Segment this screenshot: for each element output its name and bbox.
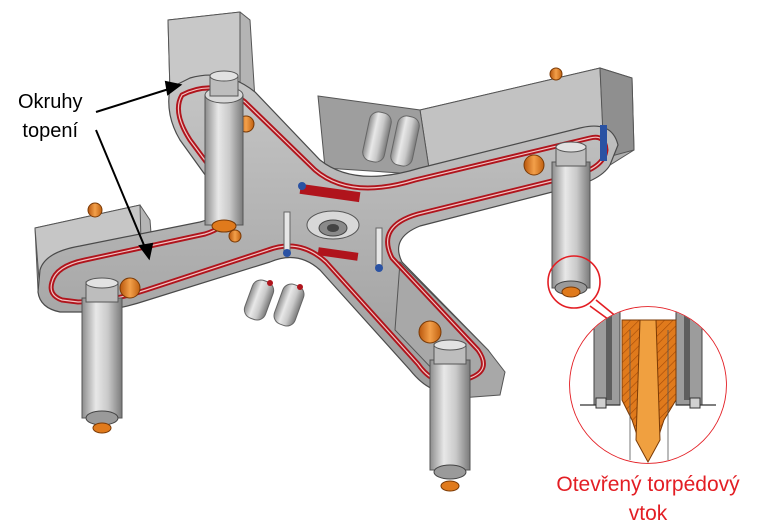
nozzle-left [81, 277, 123, 434]
cable-connectors [243, 111, 420, 327]
heating-circuits-label-line2: topení [22, 120, 79, 142]
locating-pads [87, 67, 563, 344]
heating-leader-arrows [95, 80, 183, 261]
nozzle-lower [429, 339, 471, 492]
heating-circuits-label-line1: Okruhy [18, 91, 83, 113]
nozzle-right [551, 141, 591, 298]
open-torpedo-gate-label: Otevřený torpédový vtok [534, 470, 762, 528]
open-torpedo-gate-label-line2: vtok [628, 502, 668, 525]
centre-sprue [283, 125, 607, 272]
open-torpedo-gate-label-line1: Otevřený torpédový [556, 473, 740, 496]
zoom-callout [547, 255, 727, 464]
torpedo-gate-detail [570, 307, 726, 463]
nozzle-upper-left [204, 70, 244, 233]
heating-circuits-label: Okruhy topení [18, 88, 82, 146]
manifold-block [34, 11, 635, 399]
